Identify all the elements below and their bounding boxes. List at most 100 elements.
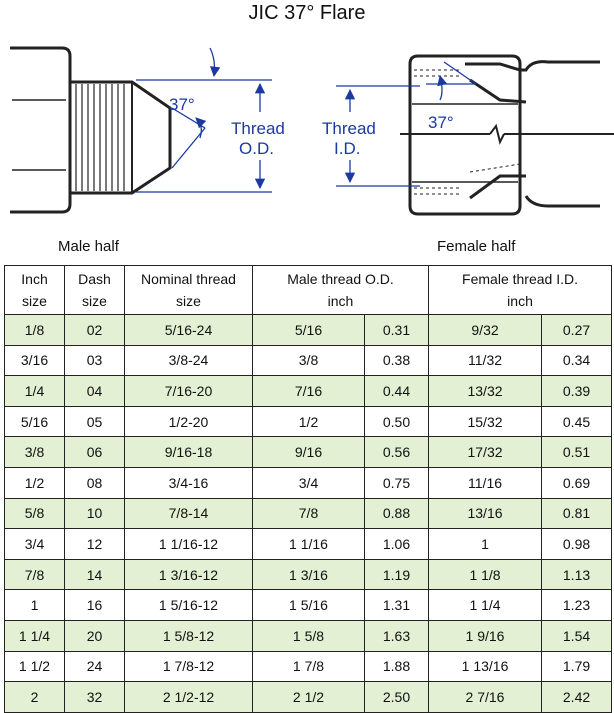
cell-nominal-thread: 1/2-20 [124, 405, 253, 438]
header-dash-size-line2: size [82, 293, 107, 309]
cell-inch-size: 1/2 [4, 466, 65, 499]
cell-female-id-decimal: 0.81 [541, 497, 613, 530]
cell-dash-size: 08 [64, 466, 125, 499]
cell-male-od-decimal: 1.06 [363, 528, 430, 560]
female-fitting-drawing [408, 54, 600, 216]
header-nominal-thread: Nominal thread size [124, 265, 253, 315]
male-fitting-drawing [10, 46, 172, 214]
table-row: 3/16 03 3/8-24 3/8 0.38 11/32 0.34 [4, 344, 613, 377]
cell-female-id-decimal: 0.27 [541, 314, 613, 346]
cell-inch-size: 7/8 [4, 558, 65, 591]
cell-dash-size: 04 [64, 375, 125, 407]
cell-female-id-fraction: 15/32 [428, 405, 543, 438]
header-dash-size-line1: Dash [78, 271, 111, 287]
cell-dash-size: 06 [64, 436, 125, 468]
header-male-od: Male thread O.D. inch [251, 265, 430, 315]
cell-female-id-decimal: 1.13 [541, 558, 613, 591]
cell-male-od-fraction: 5/16 [252, 314, 365, 346]
cell-male-od-decimal: 0.50 [363, 405, 430, 438]
cell-female-id-fraction: 13/16 [428, 497, 543, 530]
male-angle-label: 37° [169, 95, 195, 114]
female-id-label-line2: I.D. [334, 139, 360, 158]
cell-female-id-fraction: 1 1/8 [428, 558, 543, 591]
cell-male-od-fraction: 1 3/16 [252, 558, 365, 591]
cell-male-od-decimal: 0.56 [363, 436, 430, 468]
cell-dash-size: 03 [64, 344, 125, 377]
page: JIC 37° Flare [4, 2, 614, 713]
cell-male-od-fraction: 1 5/8 [252, 619, 365, 652]
cell-inch-size: 1 1/4 [4, 619, 65, 652]
cell-dash-size: 02 [64, 314, 125, 346]
cell-female-id-decimal: 0.69 [541, 466, 613, 499]
cell-nominal-thread: 1 7/8-12 [124, 650, 253, 683]
cell-female-id-decimal: 0.51 [541, 436, 613, 468]
cell-male-od-fraction: 7/8 [252, 497, 365, 530]
cell-female-id-decimal: 0.45 [541, 405, 613, 438]
cell-female-id-fraction: 17/32 [428, 436, 543, 468]
page-title: JIC 37° Flare [248, 2, 366, 24]
table-header-row: Inch size Dash size Nominal thread size … [4, 265, 613, 315]
female-dimension-lines [336, 61, 477, 187]
cell-male-od-fraction: 7/16 [252, 375, 365, 407]
cell-dash-size: 14 [64, 558, 125, 591]
header-female-id: Female thread I.D. inch [428, 265, 613, 315]
header-nominal-thread-line2: size [176, 293, 201, 309]
cell-nominal-thread: 1 5/16-12 [124, 589, 253, 621]
cell-male-od-decimal: 0.31 [363, 314, 430, 346]
fitting-diagram: 37° Thread O.D. [10, 46, 614, 216]
cell-male-od-fraction: 3/4 [252, 466, 365, 499]
cell-male-od-decimal: 0.38 [363, 344, 430, 377]
cell-nominal-thread: 7/16-20 [124, 375, 253, 407]
cell-male-od-decimal: 1.19 [363, 558, 430, 591]
cell-male-od-fraction: 1/2 [252, 405, 365, 438]
cell-nominal-thread: 1 3/16-12 [124, 558, 253, 591]
table-row: 3/4 12 1 1/16-12 1 1/16 1.06 1 0.98 [4, 528, 613, 560]
table-row: 1 1/4 20 1 5/8-12 1 5/8 1.63 1 9/16 1.54 [4, 619, 613, 652]
table-row: 5/8 10 7/8-14 7/8 0.88 13/16 0.81 [4, 497, 613, 530]
table-row: 1/2 08 3/4-16 3/4 0.75 11/16 0.69 [4, 466, 613, 499]
cell-female-id-fraction: 11/32 [428, 344, 543, 377]
female-break-line [400, 123, 614, 145]
cell-female-id-fraction: 1 1/4 [428, 589, 543, 621]
cell-male-od-decimal: 0.75 [363, 466, 430, 499]
cell-nominal-thread: 3/8-24 [124, 344, 253, 377]
header-inch-size-line2: size [22, 293, 47, 309]
cell-nominal-thread: 1 1/16-12 [124, 528, 253, 560]
cell-male-od-decimal: 1.31 [363, 589, 430, 621]
table-body: 1/8 02 5/16-24 5/16 0.31 9/32 0.27 3/16 … [4, 314, 613, 713]
cell-dash-size: 24 [64, 650, 125, 683]
header-female-id-line2: inch [507, 293, 533, 309]
cell-female-id-fraction: 9/32 [428, 314, 543, 346]
cell-inch-size: 5/8 [4, 497, 65, 530]
cell-dash-size: 10 [64, 497, 125, 530]
header-inch-size: Inch size [4, 265, 65, 315]
cell-inch-size: 3/8 [4, 436, 65, 468]
male-dimension-lines [136, 47, 272, 193]
cell-male-od-fraction: 9/16 [252, 436, 365, 468]
cell-dash-size: 05 [64, 405, 125, 438]
header-female-id-line1: Female thread I.D. [462, 271, 578, 287]
cell-female-id-fraction: 13/32 [428, 375, 543, 407]
table-row: 1 16 1 5/16-12 1 5/16 1.31 1 1/4 1.23 [4, 589, 613, 621]
cell-female-id-fraction: 1 13/16 [428, 650, 543, 683]
female-id-label-line1: Thread [322, 119, 376, 138]
cell-nominal-thread: 3/4-16 [124, 466, 253, 499]
table-row: 3/8 06 9/16-18 9/16 0.56 17/32 0.51 [4, 436, 613, 468]
cell-male-od-fraction: 3/8 [252, 344, 365, 377]
cell-inch-size: 1 1/2 [4, 650, 65, 683]
table-row: 1/8 02 5/16-24 5/16 0.31 9/32 0.27 [4, 314, 613, 346]
cell-dash-size: 16 [64, 589, 125, 621]
header-dash-size: Dash size [64, 265, 125, 315]
female-half-caption: Female half [437, 238, 516, 255]
cell-dash-size: 20 [64, 619, 125, 652]
cell-male-od-fraction: 1 1/16 [252, 528, 365, 560]
cell-male-od-fraction: 1 7/8 [252, 650, 365, 683]
cell-male-od-decimal: 1.63 [363, 619, 430, 652]
cell-female-id-fraction: 11/16 [428, 466, 543, 499]
header-male-od-line1: Male thread O.D. [287, 271, 394, 287]
cell-inch-size: 1 [4, 589, 65, 621]
header-inch-size-line1: Inch [21, 271, 48, 287]
cell-nominal-thread: 7/8-14 [124, 497, 253, 530]
thread-size-table: Inch size Dash size Nominal thread size … [4, 265, 613, 713]
table-row: 1/4 04 7/16-20 7/16 0.44 13/32 0.39 [4, 375, 613, 407]
